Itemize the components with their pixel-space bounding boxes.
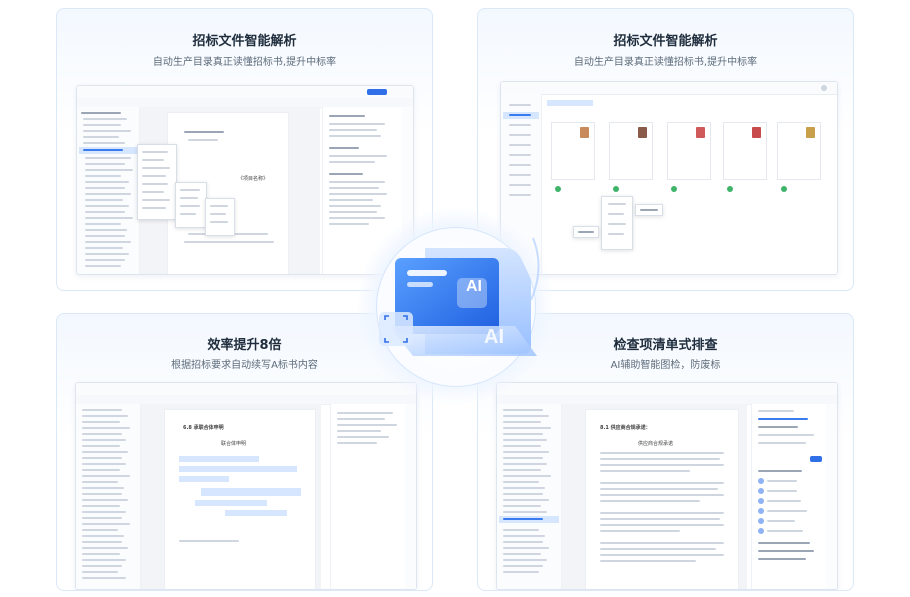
document-thumbnail-icon[interactable] (667, 122, 711, 180)
submenu[interactable] (175, 182, 207, 228)
doc-heading: 8.1 供应商合规承诺： (600, 425, 651, 431)
screenshot-checklist-editor: 8.1 供应商合规承诺： 供应商合规承诺 (496, 382, 838, 590)
screenshot-editor-outline: 《项目名称》 (76, 85, 414, 275)
card-subtitle: 根据招标要求自动续写A标书内容 (171, 360, 318, 371)
card-title: 招标文件智能解析 (613, 34, 718, 49)
card-title: 招标文件智能解析 (192, 34, 297, 49)
feature-card-efficiency: 效率提升8倍 根据招标要求自动续写A标书内容 (56, 313, 433, 591)
feature-card-checklist: 检查项清单式排查 AI辅助智能图检，防废标 (477, 313, 854, 591)
doc-heading: 6.8 承联合体申明 (183, 425, 224, 431)
context-menu[interactable] (601, 196, 633, 250)
screenshot-writing-editor: 6.8 承联合体申明 联合体申明 (75, 382, 417, 590)
context-menu[interactable] (137, 144, 177, 220)
card-subtitle: 自动生产目录真正读懂招标书,提升中标率 (573, 57, 758, 68)
submenu-2[interactable] (205, 198, 235, 236)
document-thumbnail-icon[interactable] (551, 122, 595, 180)
doc-subheading: 联合体申明 (221, 441, 247, 447)
doc-heading: 《项目名称》 (238, 176, 269, 182)
card-title: 效率提升8倍 (207, 338, 282, 353)
doc-subheading: 供应商合规承诺 (638, 441, 674, 447)
feature-card-parse-2: 招标文件智能解析 自动生产目录真正读懂招标书,提升中标率 (477, 8, 854, 291)
tooltip-badge (635, 204, 663, 216)
document-page: 8.1 供应商合规承诺： 供应商合规承诺 (585, 409, 739, 589)
card-subtitle: 自动生产目录真正读懂招标书,提升中标率 (152, 57, 337, 68)
tooltip-badge (573, 226, 599, 238)
screenshot-document-grid (500, 81, 838, 275)
document-thumbnail-icon[interactable] (723, 122, 767, 180)
card-title: 检查项清单式排查 (613, 338, 718, 353)
card-subtitle: AI辅助智能图检，防废标 (610, 360, 721, 371)
document-page: 6.8 承联合体申明 联合体申明 (164, 409, 316, 589)
feature-card-parse-1: 招标文件智能解析 自动生产目录真正读懂招标书,提升中标率 (56, 8, 433, 291)
document-thumbnail-icon[interactable] (609, 122, 653, 180)
document-thumbnail-icon[interactable] (777, 122, 821, 180)
